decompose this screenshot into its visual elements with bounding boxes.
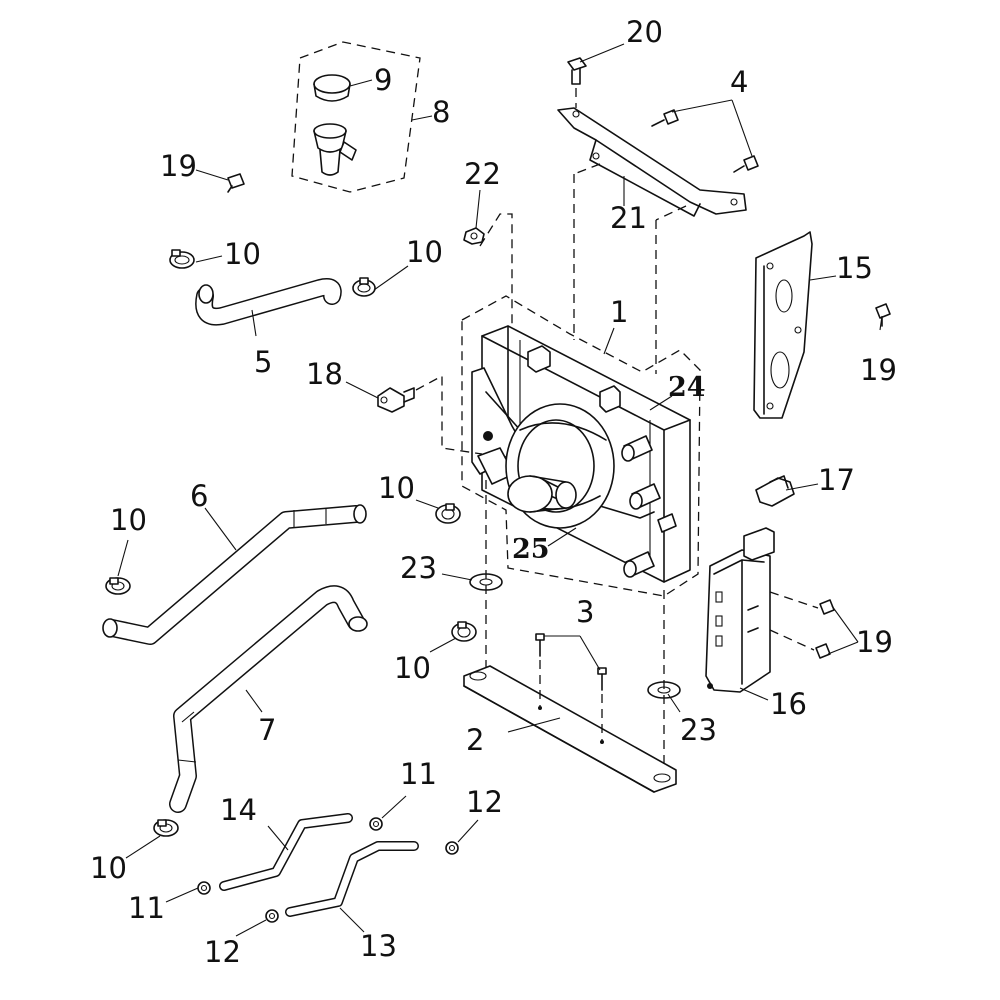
callout-1: 1 [610,295,628,329]
lower-bolt-right [597,667,607,740]
callout-18: 18 [306,357,343,391]
radiator-mount-tab-left [527,345,551,373]
coolant-reservoir [705,527,775,693]
callout-labels: 1 2 3 4 5 6 7 8 9 10 10 10 10 10 10 11 1… [90,15,897,969]
bracket-screw-b [733,155,759,173]
reservoir-bolt-lower [815,643,831,659]
bolt-side-plate [875,303,891,327]
callout-12-b: 12 [204,935,241,969]
callout-8: 8 [432,95,450,129]
reservoir-bolt-line-lower [769,629,815,651]
bracket-guide-diag-right [655,205,687,221]
callout-24: 24 [668,372,706,403]
callout-10-e: 10 [394,651,431,685]
filler-neck-kit-boundary [291,41,421,193]
small-hose-a [219,813,353,891]
lower-mounting-bracket [463,665,677,793]
bracket-guide-diag [573,163,601,175]
callout-3: 3 [576,595,594,629]
filler-neck [313,123,357,176]
callout-16: 16 [770,687,807,721]
callout-10-a: 10 [224,237,261,271]
side-mounting-plate [753,231,813,419]
callout-25: 25 [512,534,550,565]
reservoir-bolt-line-upper [769,591,819,609]
callout-19-c: 19 [856,625,893,659]
callout-5: 5 [254,345,272,379]
top-nut [463,227,485,245]
callout-22: 22 [464,157,501,191]
callout-19-b: 19 [860,353,897,387]
switch-port [483,431,493,441]
switch-alignment-line [415,374,483,455]
callout-14: 14 [220,793,257,827]
radiator-assembly-boundary [461,295,701,597]
callout-10-d: 10 [110,503,147,537]
upper-mounting-bracket [557,107,747,217]
callout-9: 9 [374,63,392,97]
callout-15: 15 [836,251,873,285]
callout-17: 17 [818,463,855,497]
callout-10-f: 10 [90,851,127,885]
hose-clamp [435,503,461,524]
callout-11-a: 11 [400,757,437,791]
small-clamp [445,841,459,855]
hose-clamp [169,249,195,269]
callout-4: 4 [730,65,748,99]
hose-clamp [153,819,179,837]
small-clamp [369,817,383,831]
radiator-mount-tab-right [599,385,621,413]
nut-alignment-line [479,213,513,342]
hose-clamp [352,277,376,297]
callout-2: 2 [466,723,484,757]
small-clamp [197,881,211,895]
hose-clamp [105,577,131,595]
radiator-outlet-pipe-mid [629,483,661,510]
radiator-outlet-pipe-lower [623,551,655,578]
callout-20: 20 [626,15,663,49]
radiator-side-fitting [657,513,677,533]
radiator-inlet-pipe-upper [621,435,653,462]
callout-23-b: 23 [680,713,717,747]
callout-6: 6 [190,479,208,513]
bolt-upper-left [227,173,245,193]
reservoir-bolt-upper [819,599,835,615]
callout-12-a: 12 [466,785,503,819]
hose-upper [195,278,342,326]
callout-23-a: 23 [400,551,437,585]
small-hose-b [285,841,419,917]
hose-return [169,585,368,813]
callout-7: 7 [258,713,276,747]
callout-10-c: 10 [378,471,415,505]
bolt-top [567,57,587,108]
bracket-screw-a [651,109,679,127]
temperature-switch [377,387,415,413]
callout-19-a: 19 [160,149,197,183]
hose-clamp [451,621,477,642]
lower-bolt-left [535,633,545,706]
leader-lines [117,43,883,937]
callout-13: 13 [360,929,397,963]
radiator-cap [313,74,351,102]
callout-10-b: 10 [406,235,443,269]
small-clamp [265,909,279,923]
hose-lower-long [102,504,367,645]
callout-11-b: 11 [128,891,165,925]
fan-motor [507,475,577,513]
callout-21: 21 [610,201,647,235]
reservoir-cap [755,475,795,507]
